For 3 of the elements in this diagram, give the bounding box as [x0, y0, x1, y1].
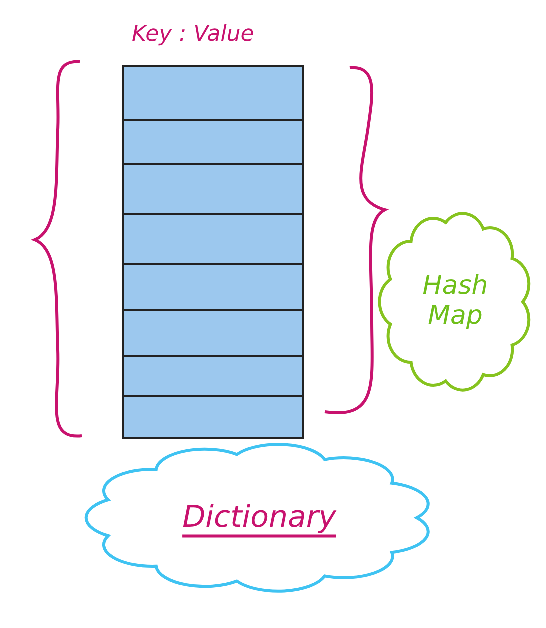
column-header: Key : Value [132, 22, 254, 48]
cloud-label: Hash Map [422, 272, 490, 332]
cloud-label: Dictionary [182, 500, 338, 536]
